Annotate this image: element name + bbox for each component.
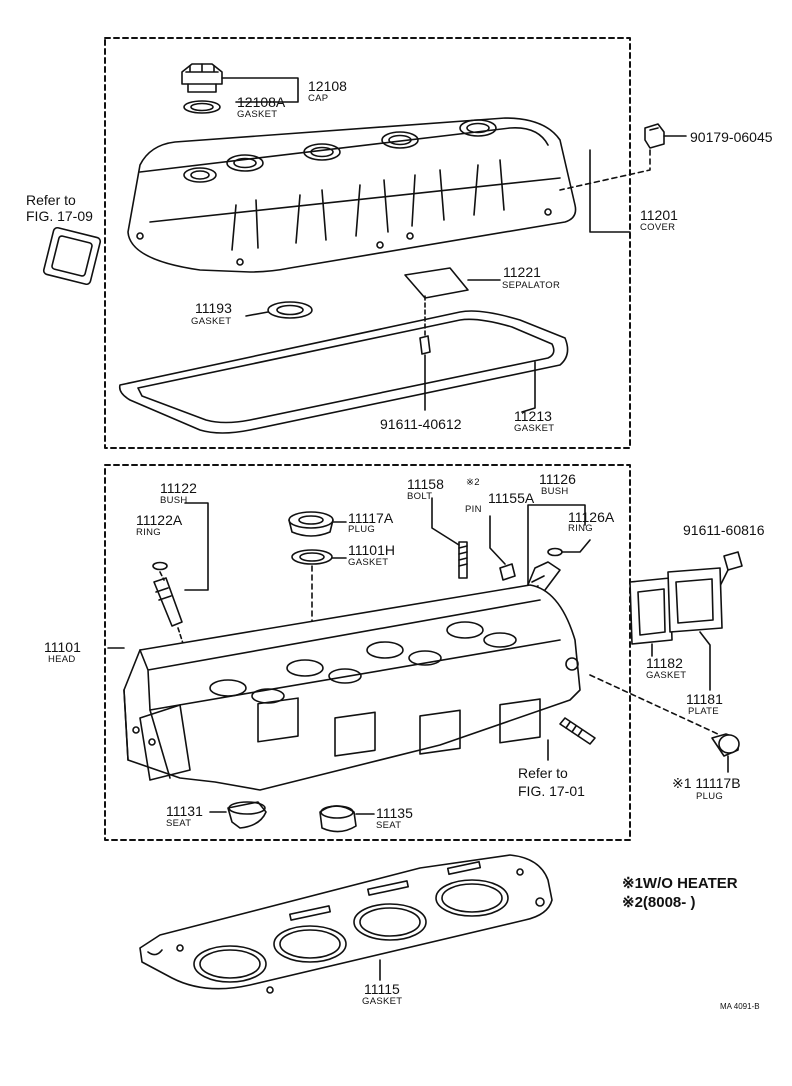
label-12108-number: 12108	[308, 78, 347, 94]
label-11158-name: BOLT	[407, 491, 433, 502]
head-group-frame	[104, 464, 631, 841]
plug-11117a-drawing	[288, 511, 334, 537]
label-11201-name: COVER	[640, 222, 676, 233]
label-91611-40612-number: 91611-40612	[380, 416, 462, 432]
note-without-heater: ※1W/O HEATER	[622, 875, 738, 892]
gasket-11182-drawing	[629, 577, 673, 645]
seat-11131-drawing	[227, 801, 267, 829]
label-11117b-number: ※1 11117B	[672, 775, 741, 791]
label-11213-name: GASKET	[514, 423, 555, 434]
ref-fig1709-line1: Refer to	[26, 192, 76, 208]
label-11221-number: 11221	[503, 264, 541, 280]
label-11193-name: GASKET	[191, 316, 232, 327]
label-12108a-name: GASKET	[237, 109, 278, 120]
label-11158-number: 11158	[407, 476, 444, 492]
label-11115-number: 11115	[364, 981, 400, 997]
ref-fig1701-line2: FIG. 17-01	[518, 783, 585, 799]
label-11135-number: 11135	[376, 805, 413, 821]
bolt-11158-drawing	[458, 541, 468, 579]
label-90179-number: 90179-06045	[690, 129, 773, 145]
label-11122-name: BUSH	[160, 495, 188, 506]
label-11135-name: SEAT	[376, 820, 402, 831]
label-11182-name: GASKET	[646, 670, 687, 681]
label-11131-number: 11131	[166, 803, 203, 819]
label-11126-number: 11126	[539, 471, 576, 487]
label-11193-number: 11193	[195, 300, 232, 316]
label-11117a-number: 11117A	[348, 510, 394, 526]
note-serial-range: ※2(8008- )	[622, 894, 696, 911]
label-11117a-name: PLUG	[348, 524, 376, 535]
label-11122a-name: RING	[136, 527, 161, 538]
label-11201-number: 11201	[640, 207, 678, 223]
stud-91611-40612-drawing	[419, 335, 431, 411]
label-11101-number: 11101	[44, 639, 81, 655]
label-91611-60816-number: 91611-60816	[683, 522, 765, 538]
label-11101h-number: 11101H	[348, 542, 395, 558]
label-11182-number: 11182	[646, 655, 683, 671]
pin-11155a-drawing	[499, 563, 516, 581]
label-11122a-number: 11122A	[136, 512, 183, 528]
bush-11122-drawing	[153, 577, 183, 627]
stud-front-drawing	[559, 717, 596, 745]
separator-11221-drawing	[404, 267, 469, 299]
label-12108a-number: 12108A	[237, 94, 286, 110]
head-11101-drawing	[123, 584, 581, 791]
label-11213-number: 11213	[514, 408, 552, 424]
cover-11201-drawing	[127, 117, 577, 273]
gasket-11101h-drawing	[291, 549, 333, 565]
gasket-fig1709-drawing	[42, 226, 102, 286]
label-11101-name: HEAD	[48, 654, 76, 665]
ref-fig1701-line1: Refer to	[518, 765, 568, 781]
cap-12108-drawing	[181, 63, 223, 93]
label-11155a-mark: ※2	[466, 477, 480, 488]
ring-11126a-drawing	[547, 547, 563, 557]
label-11115-name: GASKET	[362, 996, 403, 1007]
plug-11117b-drawing	[711, 733, 740, 757]
gasket-11213-drawing	[118, 310, 569, 434]
label-11181-number: 11181	[686, 691, 723, 707]
cover-group-frame	[104, 37, 631, 449]
stud-91611-60816-drawing	[719, 551, 743, 587]
label-12108-name: CAP	[308, 93, 329, 104]
label-11155a-name: PIN	[465, 504, 482, 515]
label-11221-name: SEPALATOR	[502, 280, 561, 291]
plate-11181-drawing	[667, 567, 723, 633]
ring-11122a-drawing	[152, 561, 168, 571]
ref-fig1709-line2: FIG. 17-09	[26, 208, 93, 224]
gasket-12108a-drawing	[183, 100, 221, 114]
label-11126a-name: RING	[568, 523, 593, 534]
label-11181-name: PLATE	[688, 706, 719, 717]
gasket-11193-drawing	[267, 301, 313, 319]
label-11131-name: SEAT	[166, 818, 192, 829]
fitting-90179-drawing	[644, 123, 665, 149]
label-11122-number: 11122	[160, 480, 197, 496]
label-11117b-name: PLUG	[696, 791, 724, 802]
label-11101h-name: GASKET	[348, 557, 389, 568]
label-11126-name: BUSH	[541, 486, 569, 497]
figure-code: MA 4091-B	[720, 1002, 760, 1011]
gasket-11115-drawing	[139, 854, 553, 994]
seat-11135-drawing	[319, 805, 357, 833]
label-11126a-number: 11126A	[568, 509, 615, 525]
label-11155a-number: 11155A	[488, 490, 535, 506]
